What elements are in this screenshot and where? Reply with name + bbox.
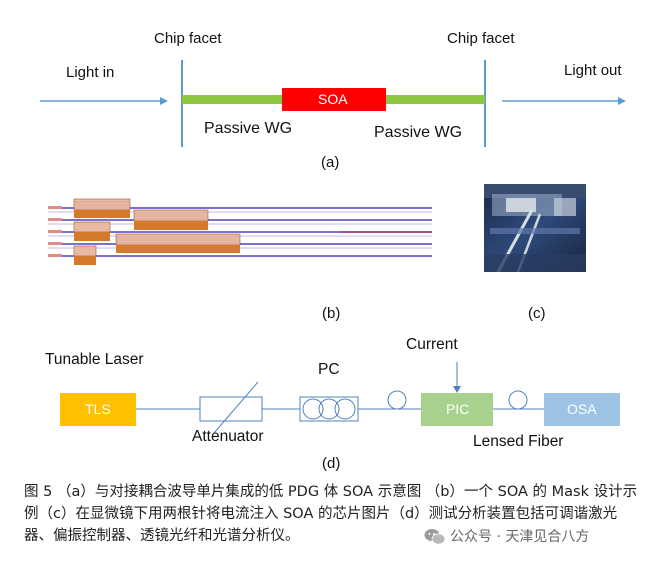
light-out-label: Light out [564,62,622,79]
figure-caption: 图 5 （a）与对接耦合波导单片集成的低 PDG 体 SOA 示意图 （b）一个… [24,484,638,544]
attenuator-diagonal [213,381,259,434]
tls-label: TLS [85,401,111,417]
chip-facet-right-label: Chip facet [447,30,515,47]
light-in-label: Light in [66,64,115,81]
panel-a-diagram [40,60,626,147]
panel-d-setup-diagram [60,362,620,434]
fiber-loop-2 [508,390,528,410]
tls-block [60,393,136,426]
pc-loop-1 [302,398,324,420]
panel-d-caption: (d) [322,455,341,472]
panel-c-caption: (c) [528,305,546,322]
attenuator-block [199,396,263,422]
panel-b-mask-layout [40,186,440,286]
chip-facet-left-label: Chip facet [154,30,222,47]
panel-b-caption: (b) [322,305,341,322]
lensed-fiber-label: Lensed Fiber [473,433,564,450]
light-in-arrowhead [160,97,168,105]
pic-label: PIC [446,401,470,417]
pc-loop-3 [334,398,356,420]
osa-label: OSA [567,401,597,417]
current-arrowhead [453,386,461,393]
passive-wg-left-label: Passive WG [204,120,293,137]
pic-block [421,393,493,426]
attenuator-label: Attenuator [192,428,264,445]
panel-c-chip-photo [484,184,586,272]
pc-block [299,396,359,422]
soa-block [282,88,386,111]
passive-wg-right-label: Passive WG [374,124,463,141]
osa-block [544,393,620,426]
wechat-icon [424,529,446,545]
light-out-arrowhead [618,97,626,105]
pc-label: PC [318,361,340,378]
pc-loop-2 [318,398,340,420]
soa-label: SOA [318,91,348,107]
watermark: 公众号 · 天津见合八方 [424,526,589,546]
tunable-laser-label: Tunable Laser [45,351,144,368]
panel-a-caption: (a) [321,154,340,171]
current-label: Current [406,336,458,353]
fiber-loop-1 [387,390,407,410]
watermark-text: 公众号 · 天津见合八方 [450,529,590,545]
